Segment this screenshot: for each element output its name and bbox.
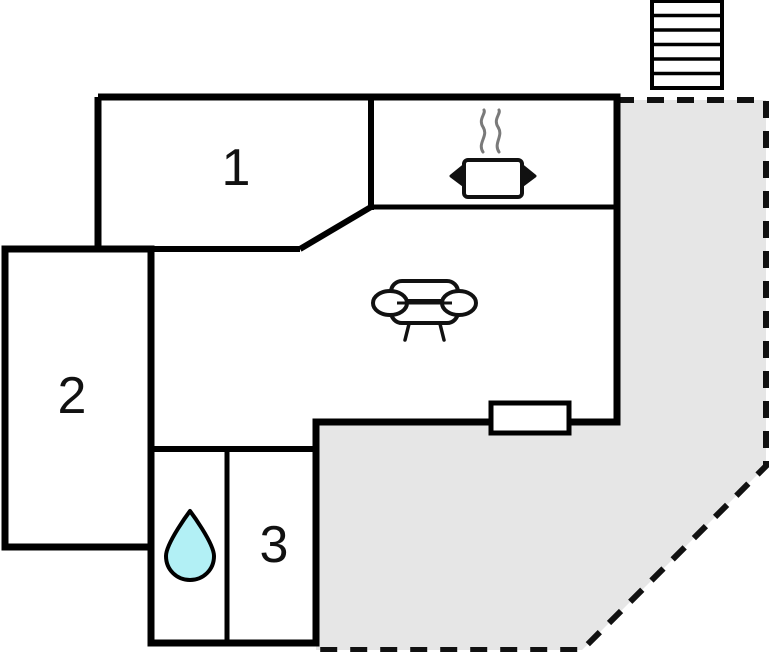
door-opening-icon[interactable] xyxy=(488,400,572,436)
steam-wave-left xyxy=(479,108,487,154)
terrace-fill xyxy=(316,100,766,650)
room-number-1: 1 xyxy=(222,139,251,197)
wall-room1-diagonal xyxy=(298,204,373,252)
steam-wave-right xyxy=(494,108,502,154)
sofa-icon xyxy=(371,279,478,342)
water-drop-icon xyxy=(164,509,216,582)
water-drop-shape xyxy=(164,509,216,582)
room-number-3: 3 xyxy=(260,516,289,574)
staircase-icon xyxy=(650,0,724,90)
cooking-pot-icon xyxy=(449,158,537,199)
room-number-2: 2 xyxy=(58,367,87,425)
steam-icon xyxy=(479,108,502,154)
terrace-area xyxy=(316,97,769,652)
door-opening-rect[interactable] xyxy=(488,400,572,436)
terrace-dashed-border xyxy=(316,97,769,652)
pot-body xyxy=(462,158,524,199)
building-walls xyxy=(1,93,621,647)
